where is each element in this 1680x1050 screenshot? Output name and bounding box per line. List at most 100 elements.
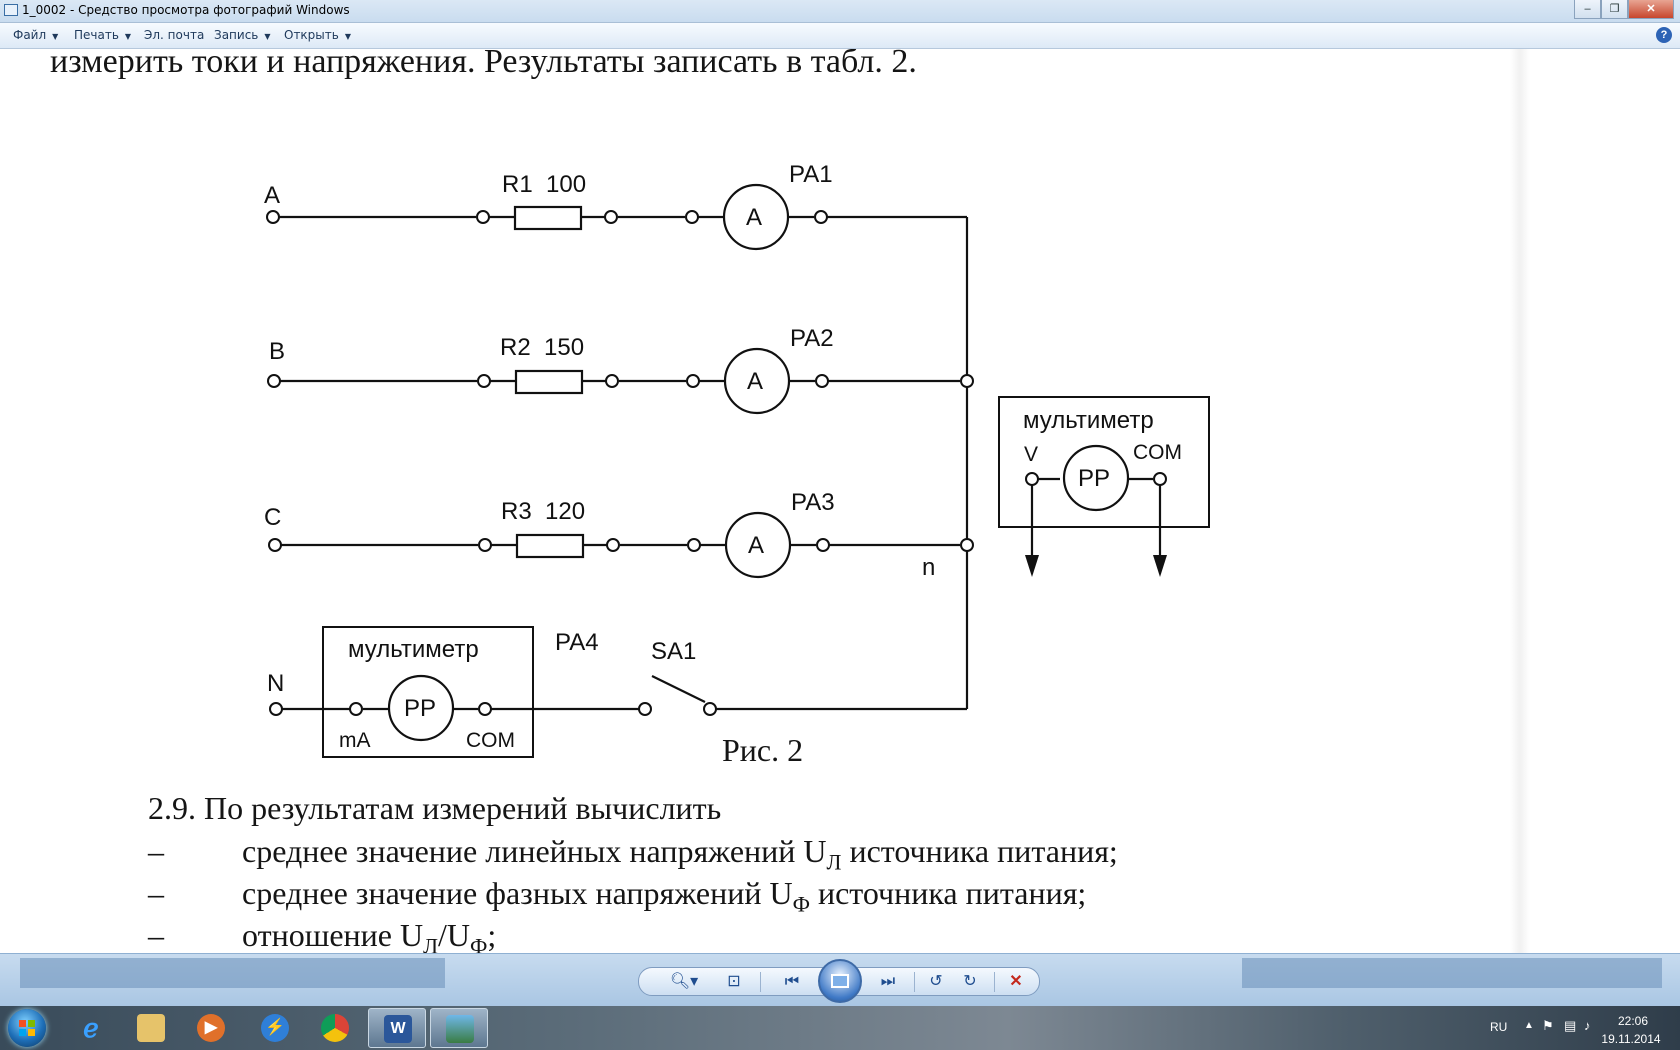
bullet-text-1: среднее значение линейных напряжений UЛ … (242, 833, 1118, 875)
volume-icon[interactable]: ♪ (1584, 1018, 1591, 1033)
chevron-down-icon: ▼ (124, 32, 132, 41)
flag-icon[interactable]: ⚑ (1542, 1018, 1554, 1033)
figure-caption: Рис. 2 (722, 732, 804, 768)
ammeter-pa3-label: PA3 (791, 489, 835, 516)
bullet-2-sub: Ф (792, 891, 810, 917)
bullet-2-tail: источника питания; (809, 875, 1087, 911)
scan-edge-shadow (1510, 49, 1530, 953)
arrow-down-icon (1153, 555, 1167, 577)
photo-viewport: измерить токи и напряжения. Результаты з… (0, 49, 1680, 953)
taskbar-thunder[interactable]: ⚡ (246, 1008, 304, 1048)
clock-date[interactable]: 19.11.2014 (1601, 1032, 1661, 1046)
minimize-button[interactable]: – (1574, 0, 1601, 19)
bullet-dash-2: – (148, 875, 164, 911)
delete-icon[interactable]: ✕ (1009, 973, 1023, 990)
resistor-r2-label: R2 150 (500, 334, 584, 361)
title-bar: 1_0002 - Средство просмотра фотографий W… (0, 0, 1680, 23)
menu-bar: Файл ▼ Печать ▼ Эл. почта Запись▼ Открыть ▼… (0, 23, 1680, 49)
multimeter-pa4-title: мультиметр (348, 636, 479, 663)
maximize-button[interactable]: ❐ (1601, 0, 1628, 19)
ammeter-pa2-label: PA2 (790, 325, 834, 352)
chevron-down-icon: ▼ (344, 32, 351, 41)
bullet-3-tail2: ; (487, 917, 497, 953)
bullet-text-2: среднее значение фазных напряжений UФ ис… (242, 875, 1086, 917)
close-button[interactable]: ✕ (1628, 0, 1674, 19)
multimeter-pa4-ma-label: mA (339, 729, 371, 752)
doc-top-line: измерить токи и напряжения. Результаты з… (50, 49, 917, 80)
tray-expand-icon[interactable]: ▲ (1524, 1020, 1534, 1031)
menu-email[interactable]: Эл. почта (144, 28, 204, 42)
ammeter-pa1-label: PA1 (789, 161, 833, 188)
status-band-right (1242, 958, 1662, 988)
bullet-dash-3: – (148, 917, 164, 953)
resistor-r2 (514, 369, 584, 395)
node-n-label: N (267, 670, 284, 697)
multimeter-v-box (998, 396, 1210, 528)
resistor-r1 (513, 205, 583, 231)
neutral-point-label: n (922, 554, 935, 581)
bullet-1-sub: Л (826, 849, 842, 875)
multimeter-v-com-label: COM (1133, 441, 1182, 464)
arrow-down-icon (1025, 555, 1039, 577)
window-title: 1_0002 - Средство просмотра фотографий W… (22, 3, 350, 17)
node-c-label: C (264, 504, 281, 531)
rotate-right-icon[interactable]: ↻ (963, 973, 977, 990)
help-icon[interactable]: ? (1656, 27, 1672, 43)
menu-file-label: Файл (13, 28, 47, 42)
menu-print-label: Печать (74, 28, 119, 42)
multimeter-pa4-com-label: COM (466, 729, 515, 752)
menu-email-label: Эл. почта (144, 28, 205, 42)
taskbar-photo-viewer[interactable] (430, 1008, 488, 1048)
separator (994, 972, 995, 992)
taskbar-word[interactable]: W (368, 1008, 426, 1048)
taskbar-explorer[interactable] (122, 1008, 180, 1048)
multimeter-v-symbol: PP (1078, 465, 1110, 492)
fit-window-icon[interactable]: ⊡ (727, 973, 741, 990)
viewer-controls: 🔍︎▾ ⊡ ⏮ ⏭ ↺ ↻ ✕ (0, 953, 1680, 1007)
multimeter-pa4-meter (387, 674, 455, 742)
circuit-diagram: A R1 100 PA1 A B R2 150 PA2 A C R3 120 P… (264, 161, 1210, 758)
internet-explorer-icon: ℯ (83, 1013, 99, 1043)
circuit-wires (275, 215, 1162, 711)
zoom-icon[interactable]: 🔍︎▾ (669, 973, 699, 990)
chrome-icon (321, 1014, 349, 1042)
resistor-r3 (515, 533, 585, 559)
bullet-1-main: среднее значение линейных напряжений U (242, 833, 827, 869)
clock-time[interactable]: 22:06 (1617, 1014, 1649, 1028)
multimeter-v-meter (1062, 444, 1130, 512)
language-indicator[interactable]: RU (1490, 1020, 1508, 1034)
menu-open-label: Открыть (284, 28, 339, 42)
bullet-dash-1: – (148, 833, 164, 869)
rotate-left-icon[interactable]: ↺ (929, 973, 943, 990)
chevron-down-icon: ▼ (52, 32, 59, 41)
network-icon[interactable]: ▤ (1564, 1018, 1577, 1033)
slideshow-icon[interactable] (818, 959, 862, 1003)
taskbar-media-player[interactable]: ▶ (182, 1008, 240, 1048)
ammeter-pa2-symbol: A (747, 368, 763, 395)
ammeter-pa1 (722, 183, 790, 251)
thunder-icon: ⚡ (261, 1014, 289, 1042)
ammeter-pa3-symbol: A (748, 532, 764, 559)
app-icon (4, 4, 18, 16)
file-explorer-icon (137, 1014, 165, 1042)
taskbar-chrome[interactable] (306, 1008, 364, 1048)
system-tray: RU ▲ ⚑ ▤ ♪ 22:06 19.11.2014 (1480, 1006, 1680, 1050)
bullet-3-main: отношение U (242, 917, 424, 953)
menu-open[interactable]: Открыть ▼ (284, 28, 351, 42)
previous-icon[interactable]: ⏮ (784, 973, 800, 990)
switch-sa1-label: SA1 (651, 638, 696, 665)
separator (760, 972, 761, 992)
start-button[interactable] (2, 1007, 52, 1049)
taskbar-ie[interactable]: ℯ (62, 1008, 120, 1048)
menu-burn[interactable]: Запись▼ (214, 28, 271, 42)
taskbar: ℯ ▶ ⚡ W RU ▲ ⚑ ▤ ♪ 22:06 19.11.2014 (0, 1006, 1680, 1050)
next-icon[interactable]: ⏭ (880, 973, 896, 990)
multimeter-pa4-box (322, 626, 534, 758)
node-a-label: A (264, 182, 280, 209)
node-b-label: B (269, 338, 285, 365)
windows-logo-icon (8, 1009, 46, 1047)
windows-flag-shape (19, 1020, 35, 1036)
menu-print[interactable]: Печать ▼ (74, 28, 131, 42)
menu-file[interactable]: Файл ▼ (13, 28, 58, 42)
menu-burn-label: Запись (214, 28, 259, 42)
